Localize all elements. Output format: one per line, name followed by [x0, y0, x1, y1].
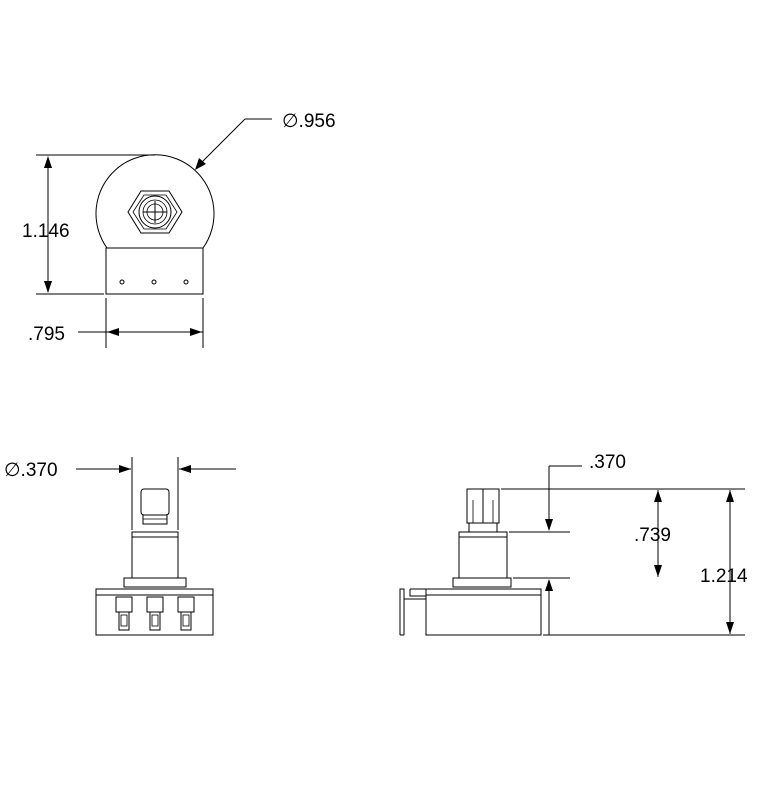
front-view-terminal: [115, 596, 133, 631]
front-view-terminal: [146, 596, 164, 631]
front-view: ∅.370: [4, 457, 236, 636]
shaft-height-label: .739: [634, 525, 671, 546]
side-view-body: [425, 588, 542, 636]
side-view-bushing: [458, 531, 508, 579]
top-view: ∅.956 1.146 .795: [22, 111, 336, 348]
height-dimension-label: 1.146: [22, 221, 70, 242]
side-view: .370 .739 1.214: [399, 452, 748, 636]
front-view-body: [95, 588, 214, 636]
front-view-cap: [140, 488, 170, 516]
side-view-nut: [452, 577, 512, 588]
top-view-pin: [183, 279, 189, 285]
top-view-base: [105, 247, 204, 295]
diameter-dimension-label: ∅.956: [282, 111, 336, 132]
cap-height-label: .370: [589, 452, 626, 473]
top-view-hex-nut: [127, 190, 183, 234]
front-view-bushing: [131, 531, 179, 579]
top-view-pin: [151, 279, 157, 285]
width-dimension-label: .795: [28, 324, 65, 345]
overall-height-label: 1.214: [700, 566, 748, 587]
front-view-terminal: [177, 596, 195, 631]
side-view-bracket: [399, 588, 426, 635]
top-view-shaft: [138, 195, 172, 229]
front-view-nut: [123, 577, 187, 588]
top-view-pin: [119, 279, 125, 285]
shaft-diameter-label: ∅.370: [4, 460, 58, 481]
